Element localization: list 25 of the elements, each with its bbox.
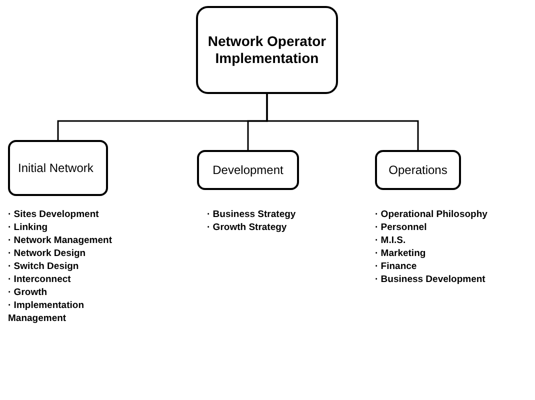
connector-line <box>266 94 419 150</box>
list-item: · Network Design <box>8 247 87 260</box>
list-item: · Business Strategy <box>207 208 297 221</box>
box-label: Network Operator Implementation <box>206 32 328 68</box>
list-item: · Switch Design <box>8 260 80 273</box>
list-item: · Interconnect <box>8 273 72 286</box>
list-item: · Growth <box>8 286 48 299</box>
list-item: · Finance <box>375 260 418 273</box>
list-item: · Sites Development <box>8 208 100 221</box>
box-label: Initial Network <box>18 160 94 176</box>
list-item: · Marketing <box>375 247 427 260</box>
list-item: · Network Management <box>8 234 113 247</box>
box-label: Operations <box>388 162 448 178</box>
category-box <box>197 150 299 190</box>
category-box <box>375 150 461 190</box>
list-item: · M.I.S. <box>375 234 407 247</box>
list-item: · Linking <box>8 221 49 234</box>
list-item: · Personnel <box>375 221 428 234</box>
root-box <box>196 6 338 94</box>
list-item: · Business Development <box>375 273 486 286</box>
box-label: Development <box>212 162 284 178</box>
list-item: · Implementation Management <box>8 299 86 325</box>
category-box <box>8 140 108 196</box>
list-item: · Growth Strategy <box>207 221 288 234</box>
list-item: · Operational Philosophy <box>375 208 488 221</box>
